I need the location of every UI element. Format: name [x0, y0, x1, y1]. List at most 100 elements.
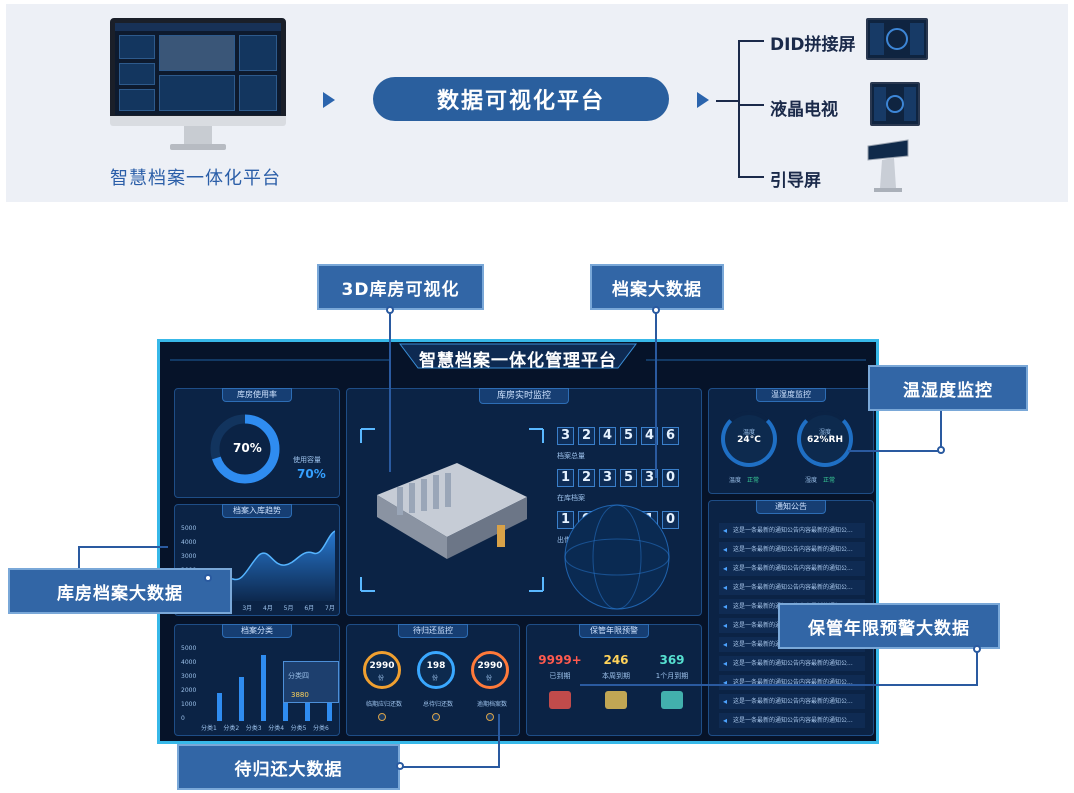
climate-gauge-name: 湿度: [818, 429, 831, 436]
x-tick-label: 5月: [283, 605, 294, 612]
digit-box: 3: [641, 469, 658, 487]
return-value: 2990: [369, 661, 395, 671]
monitor-panel-title: 库房实时监控: [479, 388, 569, 404]
climate-legend: 湿度: [805, 477, 818, 484]
notice-item: 这是一条最新的通知公告内容最新的通知公...: [719, 580, 865, 595]
digit-box: 4: [599, 427, 616, 445]
retention-alarm-icon: [605, 691, 627, 709]
x-tick-label: 分类1: [201, 725, 217, 732]
callout-archive-big-data: 档案大数据: [590, 264, 724, 310]
output-label-did: DID拼接屏: [770, 35, 856, 55]
desktop-monitor-illustration: [110, 18, 286, 150]
retention-label: 本周到期: [602, 672, 630, 680]
retention-alarm-icon: [549, 691, 571, 709]
y-tick-label: 0: [181, 715, 185, 722]
retention-label: 已到期: [549, 672, 571, 680]
dashboard-screen: 智慧档案一体化管理平台 库房使用率 70% 使用容量 70% 档案入库趋势 50…: [157, 339, 879, 744]
guide-kiosk-thumbnail: [864, 138, 912, 194]
return-value: 2990: [477, 661, 503, 671]
tree-trunk: [738, 40, 740, 178]
y-tick-label: 2000: [181, 687, 197, 694]
y-tick-label: 4000: [181, 539, 197, 546]
dashboard-title: 智慧档案一体化管理平台: [419, 351, 617, 371]
climate-legend: 温度: [729, 477, 742, 484]
return-label: 临期应归还数: [365, 701, 402, 708]
callout-warehouse-archive: 库房档案大数据: [8, 568, 232, 614]
x-tick-label: 分类4: [268, 725, 285, 732]
platform-pill: 数据可视化平台: [373, 77, 669, 121]
callout-climate: 温湿度监控: [868, 365, 1028, 411]
monitor-screen: [110, 18, 286, 120]
notice-item: 这是一条最新的通知公告内容最新的通知公...: [719, 561, 865, 576]
x-tick-label: 分类3: [245, 725, 262, 732]
return-ring: [417, 651, 455, 689]
x-tick-label: 7月: [325, 605, 335, 612]
return-label: 逾期档案数: [476, 701, 507, 708]
y-tick-label: 5000: [181, 525, 197, 532]
y-tick-label: 3000: [181, 673, 197, 680]
climate-status: 正常: [823, 477, 836, 484]
x-tick-label: 6月: [304, 605, 315, 612]
return-unit: 份: [432, 675, 439, 682]
retention-label: 1个月到期: [655, 672, 689, 680]
climate-gauge-value: 62%RH: [806, 435, 843, 445]
retention-alarm-icon: [661, 691, 683, 709]
arrow-right-icon: [323, 92, 335, 108]
digit-box: 3: [599, 469, 616, 487]
return-unit: 份: [486, 675, 493, 682]
climate-gauge-name: 温度: [742, 429, 755, 436]
retention-value: 9999+: [538, 653, 582, 667]
return-unit: 份: [378, 675, 385, 682]
trend-panel-title: 档案入库趋势: [222, 504, 292, 518]
digit-box: 1: [557, 511, 574, 529]
output-label-guide: 引导屏: [770, 171, 821, 191]
retention-value: 369: [659, 653, 685, 667]
climate-panel-title: 温湿度监控: [756, 388, 826, 402]
usage-panel: 库房使用率 70% 使用容量 70%: [174, 388, 340, 498]
return-ring: [471, 651, 509, 689]
digit-box: 5: [620, 469, 637, 487]
callout-retention: 保管年限预警大数据: [778, 603, 1000, 649]
arrow-right-icon: [697, 92, 709, 108]
digit-box: 1: [557, 469, 574, 487]
instock-label: 在库档案: [557, 494, 585, 502]
digit-box: 2: [578, 469, 595, 487]
x-tick-label: 分类5: [290, 725, 307, 732]
x-tick-label: 分类6: [313, 725, 329, 732]
y-tick-label: 3000: [181, 553, 197, 560]
notice-item: 这是一条最新的通知公告内容最新的通知公...: [719, 656, 865, 671]
digit-box: 5: [620, 427, 637, 445]
notice-item: 这是一条最新的通知公告内容最新的通知公...: [719, 523, 865, 538]
x-tick-label: 分类2: [223, 725, 240, 732]
y-tick-label: 4000: [181, 659, 197, 666]
return-panel-title: 待归还监控: [398, 624, 468, 638]
return-badge: [432, 713, 440, 721]
digit-box: 0: [662, 469, 679, 487]
return-ring: [363, 651, 401, 689]
y-tick-label: 5000: [181, 645, 197, 652]
return-label: 总待归还数: [422, 701, 453, 708]
return-badge: [378, 713, 386, 721]
total-label: 档案总量: [557, 452, 585, 460]
return-panel: 待归还监控 2990 份临期应归还数 198 份总待归还数 2990 份逾期档案数: [346, 624, 520, 736]
return-value: 198: [426, 661, 446, 671]
source-caption: 智慧档案一体化平台: [110, 168, 281, 189]
climate-gauge: [797, 411, 853, 467]
output-label-lcd: 液晶电视: [770, 100, 838, 120]
callout-return: 待归还大数据: [177, 744, 400, 790]
notice-item: 这是一条最新的通知公告内容最新的通知公...: [719, 542, 865, 557]
digit-box: 0: [662, 511, 679, 529]
globe-graphic: [564, 504, 670, 610]
retention-panel-title: 保管年限预警: [579, 624, 649, 638]
callout-warehouse-3d: 3D库房可视化: [317, 264, 484, 310]
usage-percent: 70%: [233, 441, 262, 455]
notice-item: 这是一条最新的通知公告内容最新的通知公...: [719, 713, 865, 728]
lcd-tv-thumbnail: [870, 82, 920, 126]
x-tick-label: 3月: [242, 605, 253, 612]
digit-box: 2: [578, 427, 595, 445]
return-badge: [486, 713, 494, 721]
notice-panel-title: 通知公告: [756, 500, 826, 514]
